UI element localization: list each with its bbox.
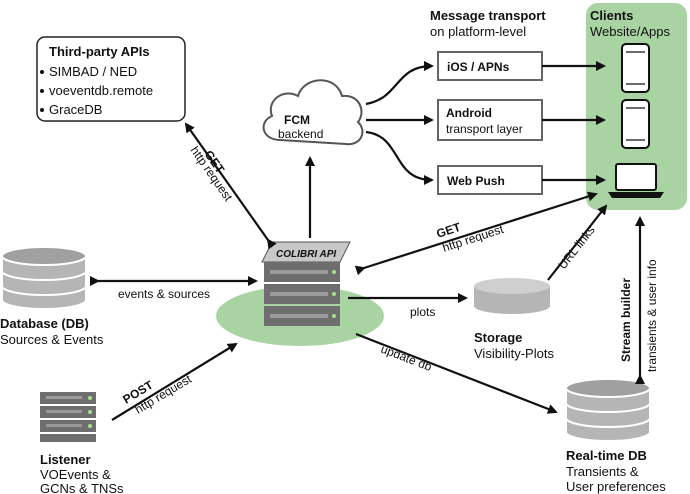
edge-stream-builder: Stream builder [619, 278, 633, 362]
bullet-icon [40, 89, 44, 93]
third-party-title: Third-party APIs [49, 44, 150, 59]
bullet-icon [40, 70, 44, 74]
listener-line2: GCNs & TNSs [40, 481, 124, 494]
realtime-db-line2: User preferences [566, 479, 666, 494]
third-party-item-gracedb: GraceDB [49, 102, 102, 117]
colibri-api-label: COLIBRI API [276, 249, 336, 260]
bullet-icon [40, 108, 44, 112]
clients-subtitle: Website/Apps [590, 24, 670, 39]
android-label: Android [446, 106, 492, 120]
listener-server-icon [40, 392, 96, 442]
clients-title: Clients [590, 8, 633, 23]
web-push-label: Web Push [447, 174, 505, 188]
ios-apns-label: iOS / APNs [447, 60, 510, 74]
colibri-api-server: COLIBRI API [261, 241, 351, 326]
storage-title: Storage [474, 330, 522, 345]
storage-cylinder-icon [474, 278, 550, 314]
arrow-fcm-webpush [365, 130, 434, 185]
listener-line1: VOEvents & [40, 467, 111, 482]
android-box: Android transport layer [437, 99, 543, 141]
third-party-item-voeventdb: voeventdb.remote [49, 83, 153, 98]
web-push-box: Web Push [437, 165, 543, 195]
message-transport-title: Message transport [430, 8, 546, 23]
edge-url-links: URL links [555, 223, 597, 272]
listener-title: Listener [40, 452, 91, 467]
edge-plots: plots [410, 305, 435, 319]
arrow-fcm-ios [365, 61, 434, 106]
edge-update-db: update db [379, 342, 434, 374]
arrow-storage-clients [547, 204, 608, 281]
database-subtitle: Sources & Events [0, 332, 104, 347]
smartphone-icon [621, 99, 650, 149]
message-transport-subtitle: on platform-level [430, 24, 526, 39]
realtime-db-line1: Transients & [566, 464, 639, 479]
edge-events-sources: events & sources [118, 287, 210, 301]
clients-box: Clients Website/Apps [586, 3, 687, 210]
database-title: Database (DB) [0, 316, 89, 331]
smartphone-icon [621, 43, 650, 93]
cloud-icon [262, 79, 364, 146]
arrow-listener-api [111, 342, 238, 421]
android-transport-label: transport layer [446, 122, 523, 136]
third-party-item-simbad: SIMBAD / NED [49, 64, 137, 79]
fcm-backend-label: backend [278, 127, 323, 141]
arrow-api-thirdparty [184, 122, 277, 250]
arrow-api-clients [354, 191, 598, 276]
database-cylinder-icon [1, 246, 87, 310]
laptop-icon [608, 163, 664, 198]
fcm-cloud: FCM backend [262, 79, 364, 146]
ios-apns-box: iOS / APNs [437, 51, 543, 81]
third-party-apis-box: Third-party APIs SIMBAD / NED voeventdb.… [36, 36, 186, 122]
storage-subtitle: Visibility-Plots [474, 346, 554, 361]
realtime-db-title: Real-time DB [566, 448, 647, 463]
fcm-label: FCM [284, 113, 310, 127]
edge-stream-sub: transients & user info [645, 259, 659, 372]
realtime-db-cylinder-icon [565, 378, 651, 442]
arrow-api-realtimedb [355, 332, 558, 414]
